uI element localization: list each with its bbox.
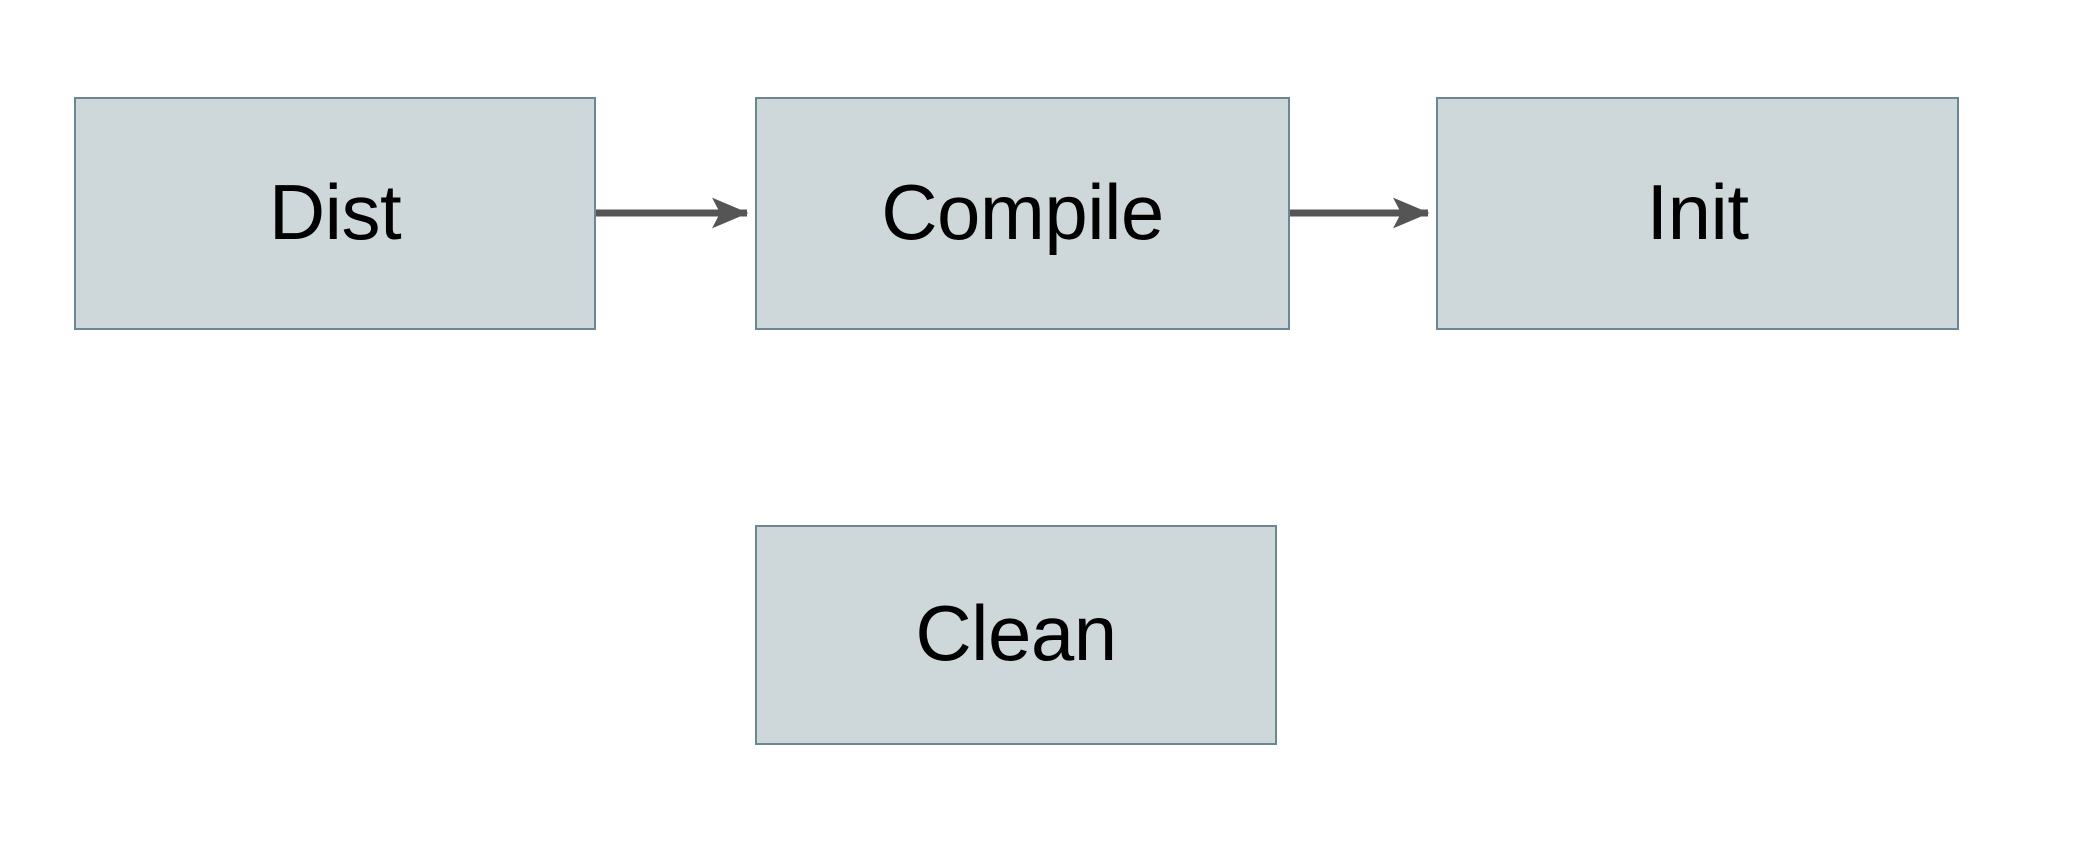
node-clean[interactable]: Clean — [755, 525, 1277, 745]
node-init[interactable]: Init — [1436, 97, 1959, 330]
node-compile-label: Compile — [881, 167, 1164, 256]
node-compile[interactable]: Compile — [755, 97, 1290, 330]
node-dist-label: Dist — [268, 167, 402, 256]
node-dist[interactable]: Dist — [74, 97, 596, 330]
node-clean-label: Clean — [915, 589, 1117, 677]
node-init-label: Init — [1646, 167, 1749, 256]
